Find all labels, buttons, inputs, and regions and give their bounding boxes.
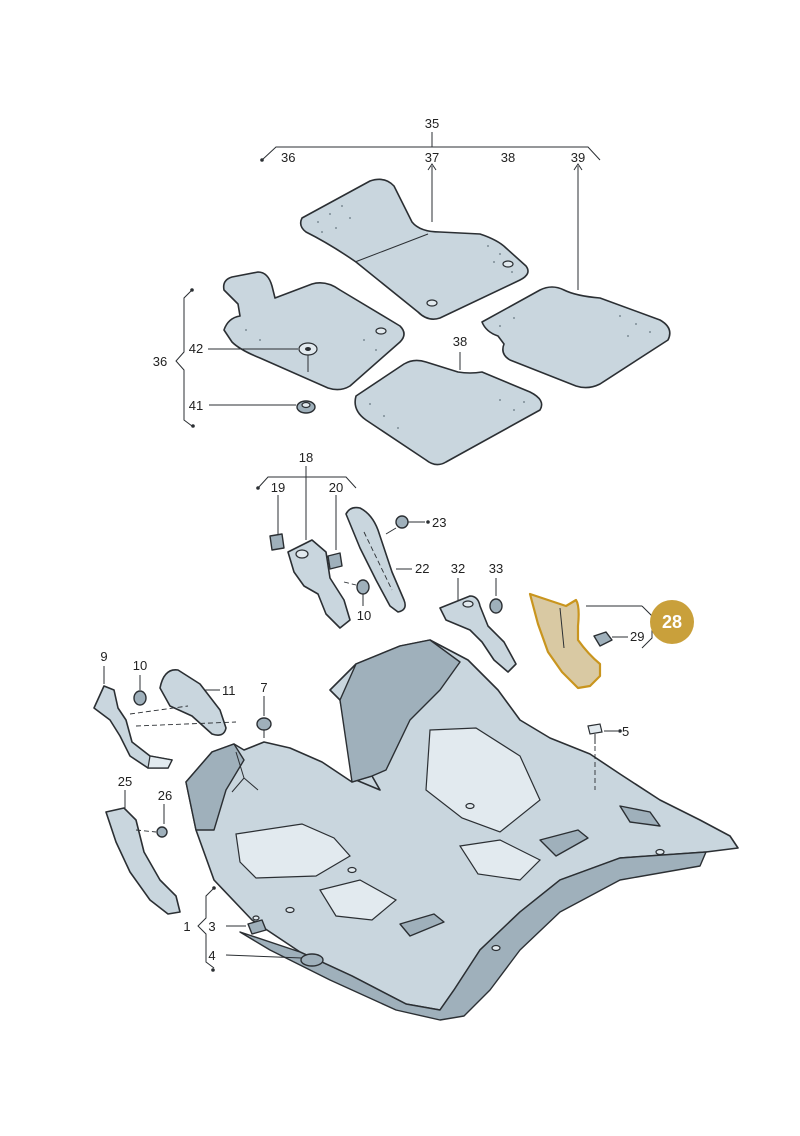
badge-label-28: 28 xyxy=(662,612,682,632)
bracket-32[interactable] xyxy=(439,595,517,673)
label-35: 35 xyxy=(425,116,439,131)
label-37: 37 xyxy=(425,150,439,165)
clip-29[interactable] xyxy=(593,631,613,647)
label-18: 18 xyxy=(299,450,313,465)
clip-3[interactable] xyxy=(247,915,267,935)
nut-20[interactable] xyxy=(327,552,343,570)
bracket-9[interactable] xyxy=(93,685,173,769)
clip-7[interactable] xyxy=(256,717,272,738)
label-38-top: 38 xyxy=(501,150,515,165)
footrest-bracket[interactable] xyxy=(287,539,351,629)
floor-mat-front-left[interactable] xyxy=(222,271,405,391)
mat-texture xyxy=(245,205,651,429)
bracket-assembly-32 xyxy=(439,578,517,673)
highlighted-trim-28 xyxy=(528,592,694,690)
pedal-pad-11[interactable] xyxy=(159,669,227,736)
label-25: 25 xyxy=(118,774,132,789)
label-22: 22 xyxy=(415,561,429,576)
label-33: 33 xyxy=(489,561,503,576)
label-20: 20 xyxy=(329,480,343,495)
highlight-badge xyxy=(650,600,694,644)
label-29: 29 xyxy=(630,629,644,644)
carpet-callouts xyxy=(197,886,324,972)
label-26: 26 xyxy=(158,788,172,803)
label-9: 9 xyxy=(100,649,107,664)
trim-panel-25[interactable] xyxy=(105,807,181,915)
floor-mat-rear-left[interactable] xyxy=(354,359,543,466)
label-1: 1 xyxy=(183,919,190,934)
label-42: 42 xyxy=(189,341,203,356)
label-38-mid: 38 xyxy=(453,334,467,349)
footrest-assembly xyxy=(256,466,430,629)
callout-labels: 35 36 37 38 39 36 42 41 38 18 19 20 23 2… xyxy=(100,116,682,963)
fastener-4[interactable] xyxy=(300,953,324,967)
clip-5-group xyxy=(587,723,622,790)
label-32: 32 xyxy=(451,561,465,576)
label-36-top: 36 xyxy=(281,150,295,165)
grommet-10-lower[interactable] xyxy=(133,690,147,706)
label-23: 23 xyxy=(432,515,446,530)
label-39: 39 xyxy=(571,150,585,165)
floor-mat-set xyxy=(222,178,671,466)
label-11: 11 xyxy=(222,683,236,698)
floor-mat-front-right[interactable] xyxy=(299,178,529,320)
left-pedal-parts xyxy=(93,666,272,769)
label-7: 7 xyxy=(260,680,267,695)
side-trim-panel-28[interactable] xyxy=(528,592,602,690)
label-10-upper: 10 xyxy=(357,608,371,623)
mat-callouts xyxy=(175,132,601,428)
screw-23[interactable] xyxy=(385,515,409,535)
label-36-side: 36 xyxy=(153,354,167,369)
grommet-10-upper[interactable] xyxy=(356,579,370,595)
retainer-19[interactable] xyxy=(269,533,285,551)
label-5: 5 xyxy=(622,724,629,739)
floor-carpet-assembly xyxy=(185,639,739,1021)
grommet-33[interactable] xyxy=(489,598,503,614)
label-10-lower: 10 xyxy=(133,658,147,673)
label-41: 41 xyxy=(189,398,203,413)
label-3: 3 xyxy=(208,919,215,934)
clip-26[interactable] xyxy=(156,826,168,838)
trim-25-group xyxy=(105,790,181,915)
floor-mat-rear-right[interactable] xyxy=(481,286,671,389)
clip-5[interactable] xyxy=(587,723,603,744)
label-4: 4 xyxy=(208,948,215,963)
label-19: 19 xyxy=(271,480,285,495)
